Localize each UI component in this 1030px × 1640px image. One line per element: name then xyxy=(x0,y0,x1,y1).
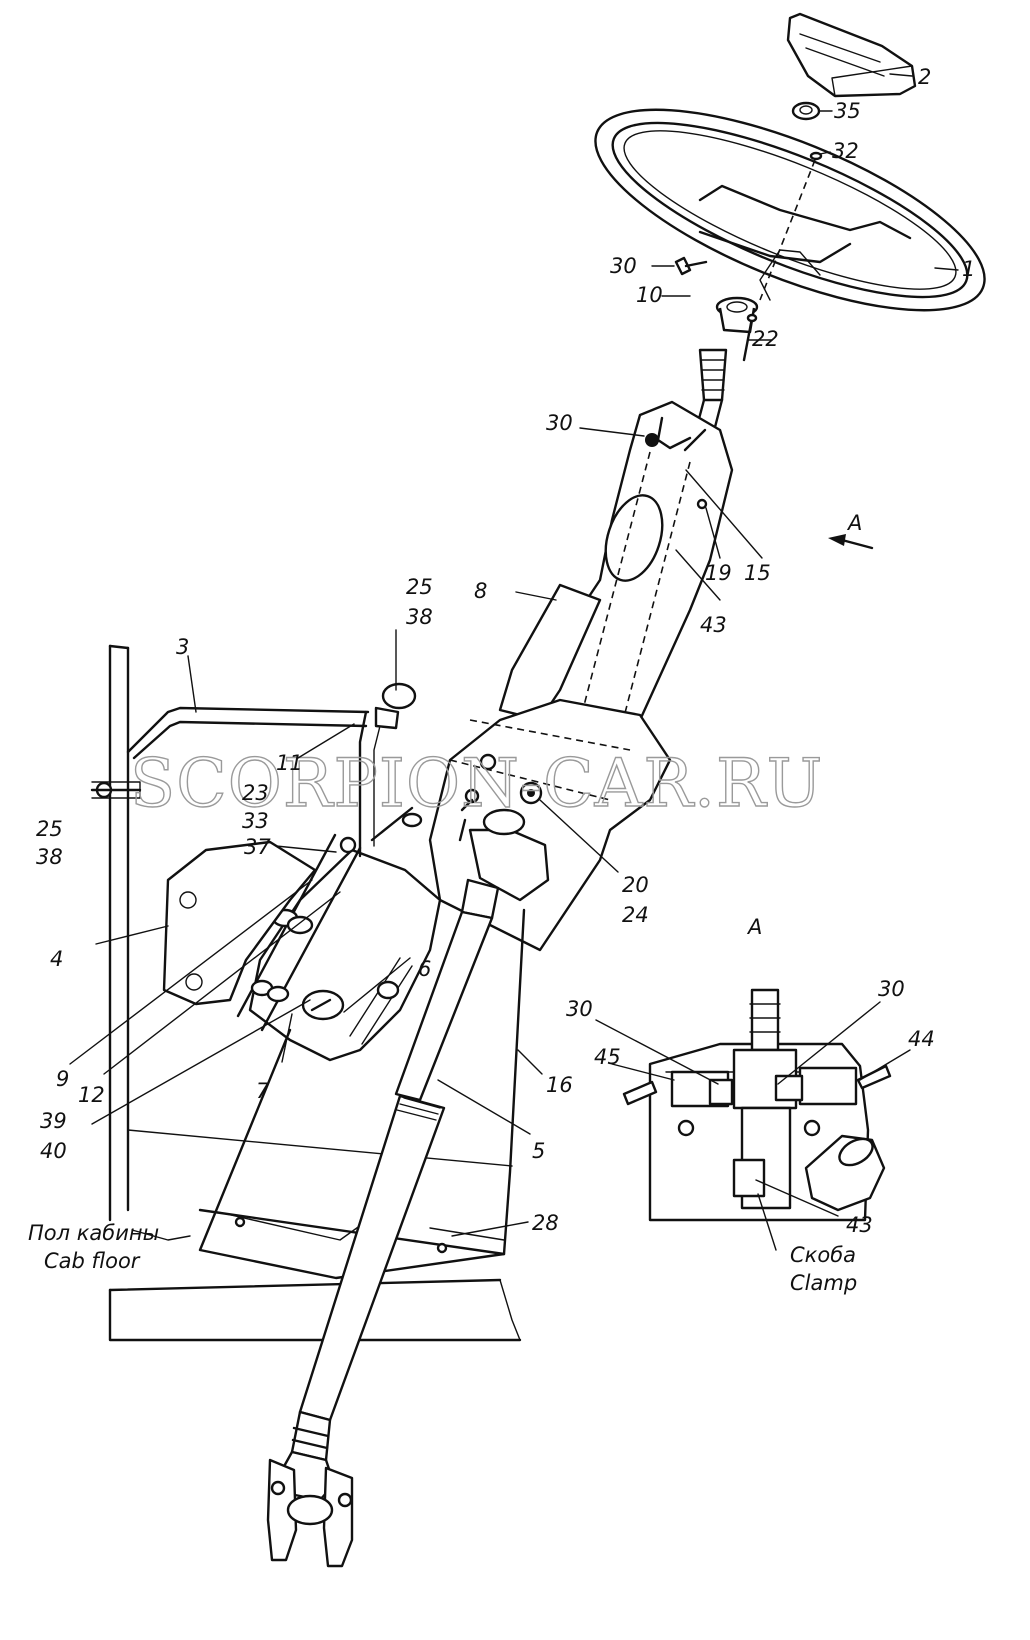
clamp-label-ru: Скоба xyxy=(790,1243,856,1267)
label-45: 45 xyxy=(594,1045,621,1069)
lower-universal-joint xyxy=(266,1450,354,1568)
label-6: 6 xyxy=(418,957,431,981)
inset-view-a xyxy=(622,988,892,1222)
label-2: 2 xyxy=(918,65,931,89)
nut xyxy=(791,101,821,121)
label-12: 12 xyxy=(78,1083,105,1107)
label-16: 16 xyxy=(546,1073,573,1097)
label-33: 33 xyxy=(242,809,269,833)
cab-wall-bracket xyxy=(90,644,417,1222)
callout-labels: 2 35 32 1 30 10 22 30 A 15 19 43 8 25 38… xyxy=(28,65,975,1295)
view-arrow xyxy=(828,534,874,550)
label-19: 19 xyxy=(705,561,732,585)
bolt-upper xyxy=(674,256,708,276)
label-9: 9 xyxy=(56,1067,69,1091)
label-37: 37 xyxy=(244,835,271,859)
label-5: 5 xyxy=(532,1139,545,1163)
label-24: 24 xyxy=(622,903,649,927)
upper-universal-joint xyxy=(458,753,550,902)
leader-lines xyxy=(69,73,959,1251)
floor-label-en: Cab floor xyxy=(44,1249,141,1273)
label-35: 35 xyxy=(834,99,861,123)
label-7: 7 xyxy=(256,1079,270,1103)
steering-wheel xyxy=(594,108,986,312)
column-casing-upper xyxy=(518,400,734,762)
label-view-a: A xyxy=(846,511,862,535)
label-38-left: 38 xyxy=(36,845,63,869)
label-30-inset-left: 30 xyxy=(566,997,593,1021)
label-11: 11 xyxy=(276,751,303,775)
washer xyxy=(809,151,823,161)
label-30-column: 30 xyxy=(546,411,573,435)
pin xyxy=(742,313,758,362)
label-25-top: 25 xyxy=(406,575,433,599)
label-38-top: 38 xyxy=(406,605,433,629)
label-40: 40 xyxy=(40,1139,67,1163)
label-43-inset: 43 xyxy=(846,1213,873,1237)
label-39: 39 xyxy=(40,1109,67,1133)
label-23: 23 xyxy=(242,781,269,805)
cab-floor-beam xyxy=(108,1129,522,1342)
horn-cover xyxy=(786,12,917,98)
label-30-inset-right: 30 xyxy=(878,977,905,1001)
wheel-hub xyxy=(715,296,759,334)
label-1: 1 xyxy=(962,257,975,281)
clamp-label-en: Clamp xyxy=(790,1271,857,1295)
label-8: 8 xyxy=(474,579,487,603)
label-15: 15 xyxy=(744,561,771,585)
label-4: 4 xyxy=(50,947,63,971)
label-25-left: 25 xyxy=(36,817,63,841)
label-22: 22 xyxy=(752,327,779,351)
label-43: 43 xyxy=(700,613,727,637)
intermediate-shaft xyxy=(290,878,500,1462)
floor-label-ru: Пол кабины xyxy=(28,1221,159,1245)
label-44: 44 xyxy=(908,1027,935,1051)
label-30-top: 30 xyxy=(610,254,637,278)
label-28: 28 xyxy=(532,1211,559,1235)
inset-title: A xyxy=(746,915,762,939)
label-10: 10 xyxy=(636,283,663,307)
label-3: 3 xyxy=(176,635,189,659)
floor-panel xyxy=(198,908,526,1280)
watermark: SCORPION-CAR.RU xyxy=(130,745,823,822)
label-32: 32 xyxy=(832,139,859,163)
label-20: 20 xyxy=(622,873,649,897)
